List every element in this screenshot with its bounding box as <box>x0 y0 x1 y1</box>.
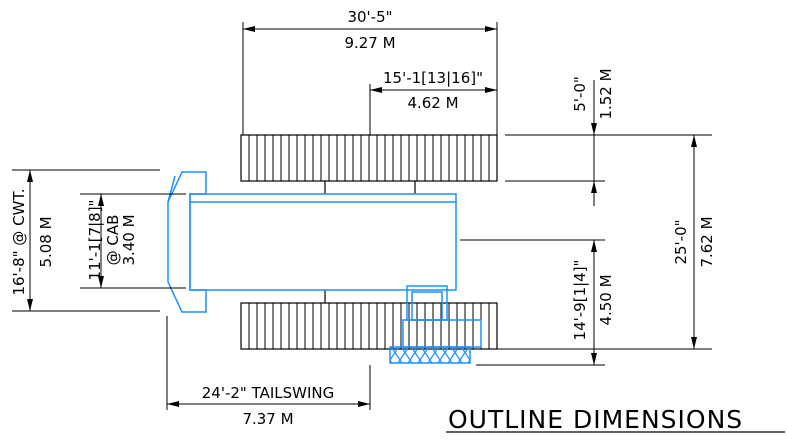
dimension-lines <box>12 22 785 433</box>
overall-length-metric: 9.27 M <box>344 34 395 52</box>
arrowheads <box>27 26 697 407</box>
lower-track <box>240 302 498 350</box>
overall-width-imperial: 25'-0" <box>672 219 690 264</box>
overall-width-metric: 7.62 M <box>698 216 716 267</box>
cab-width-metric: 3.40 M <box>120 214 138 265</box>
half-length-metric: 4.62 M <box>407 94 458 112</box>
machine-body <box>167 171 482 364</box>
cab-step <box>389 346 471 364</box>
half-length-imperial: 15'-1[13|16]" <box>383 69 483 87</box>
overall-length-imperial: 30'-5" <box>347 8 392 26</box>
cwt-width-metric: 5.08 M <box>37 216 55 267</box>
counterweight <box>167 171 207 313</box>
drawing-title: OUTLINE DIMENSIONS <box>448 405 743 434</box>
tailswing-imperial: 24'-2" TAILSWING <box>202 384 335 402</box>
cab-width-imperial: 11'-1[7|8]" <box>86 200 104 281</box>
upper-body <box>189 193 457 291</box>
cwt-width-imperial: 16'-8" @ CWT. <box>10 188 28 295</box>
track-connectors <box>324 181 416 303</box>
center-offset-imperial: 14'-9[1|4]" <box>571 260 589 341</box>
upper-track <box>240 134 498 182</box>
track-width-metric: 1.52 M <box>597 68 615 119</box>
dimension-labels: 30'-5" 9.27 M 15'-1[13|16]" 4.62 M 5'-0"… <box>10 8 743 434</box>
tailswing-metric: 7.37 M <box>242 410 293 428</box>
cab-width-label: @ CAB <box>104 215 122 266</box>
center-offset-metric: 4.50 M <box>597 274 615 325</box>
track-width-imperial: 5'-0" <box>571 76 589 112</box>
